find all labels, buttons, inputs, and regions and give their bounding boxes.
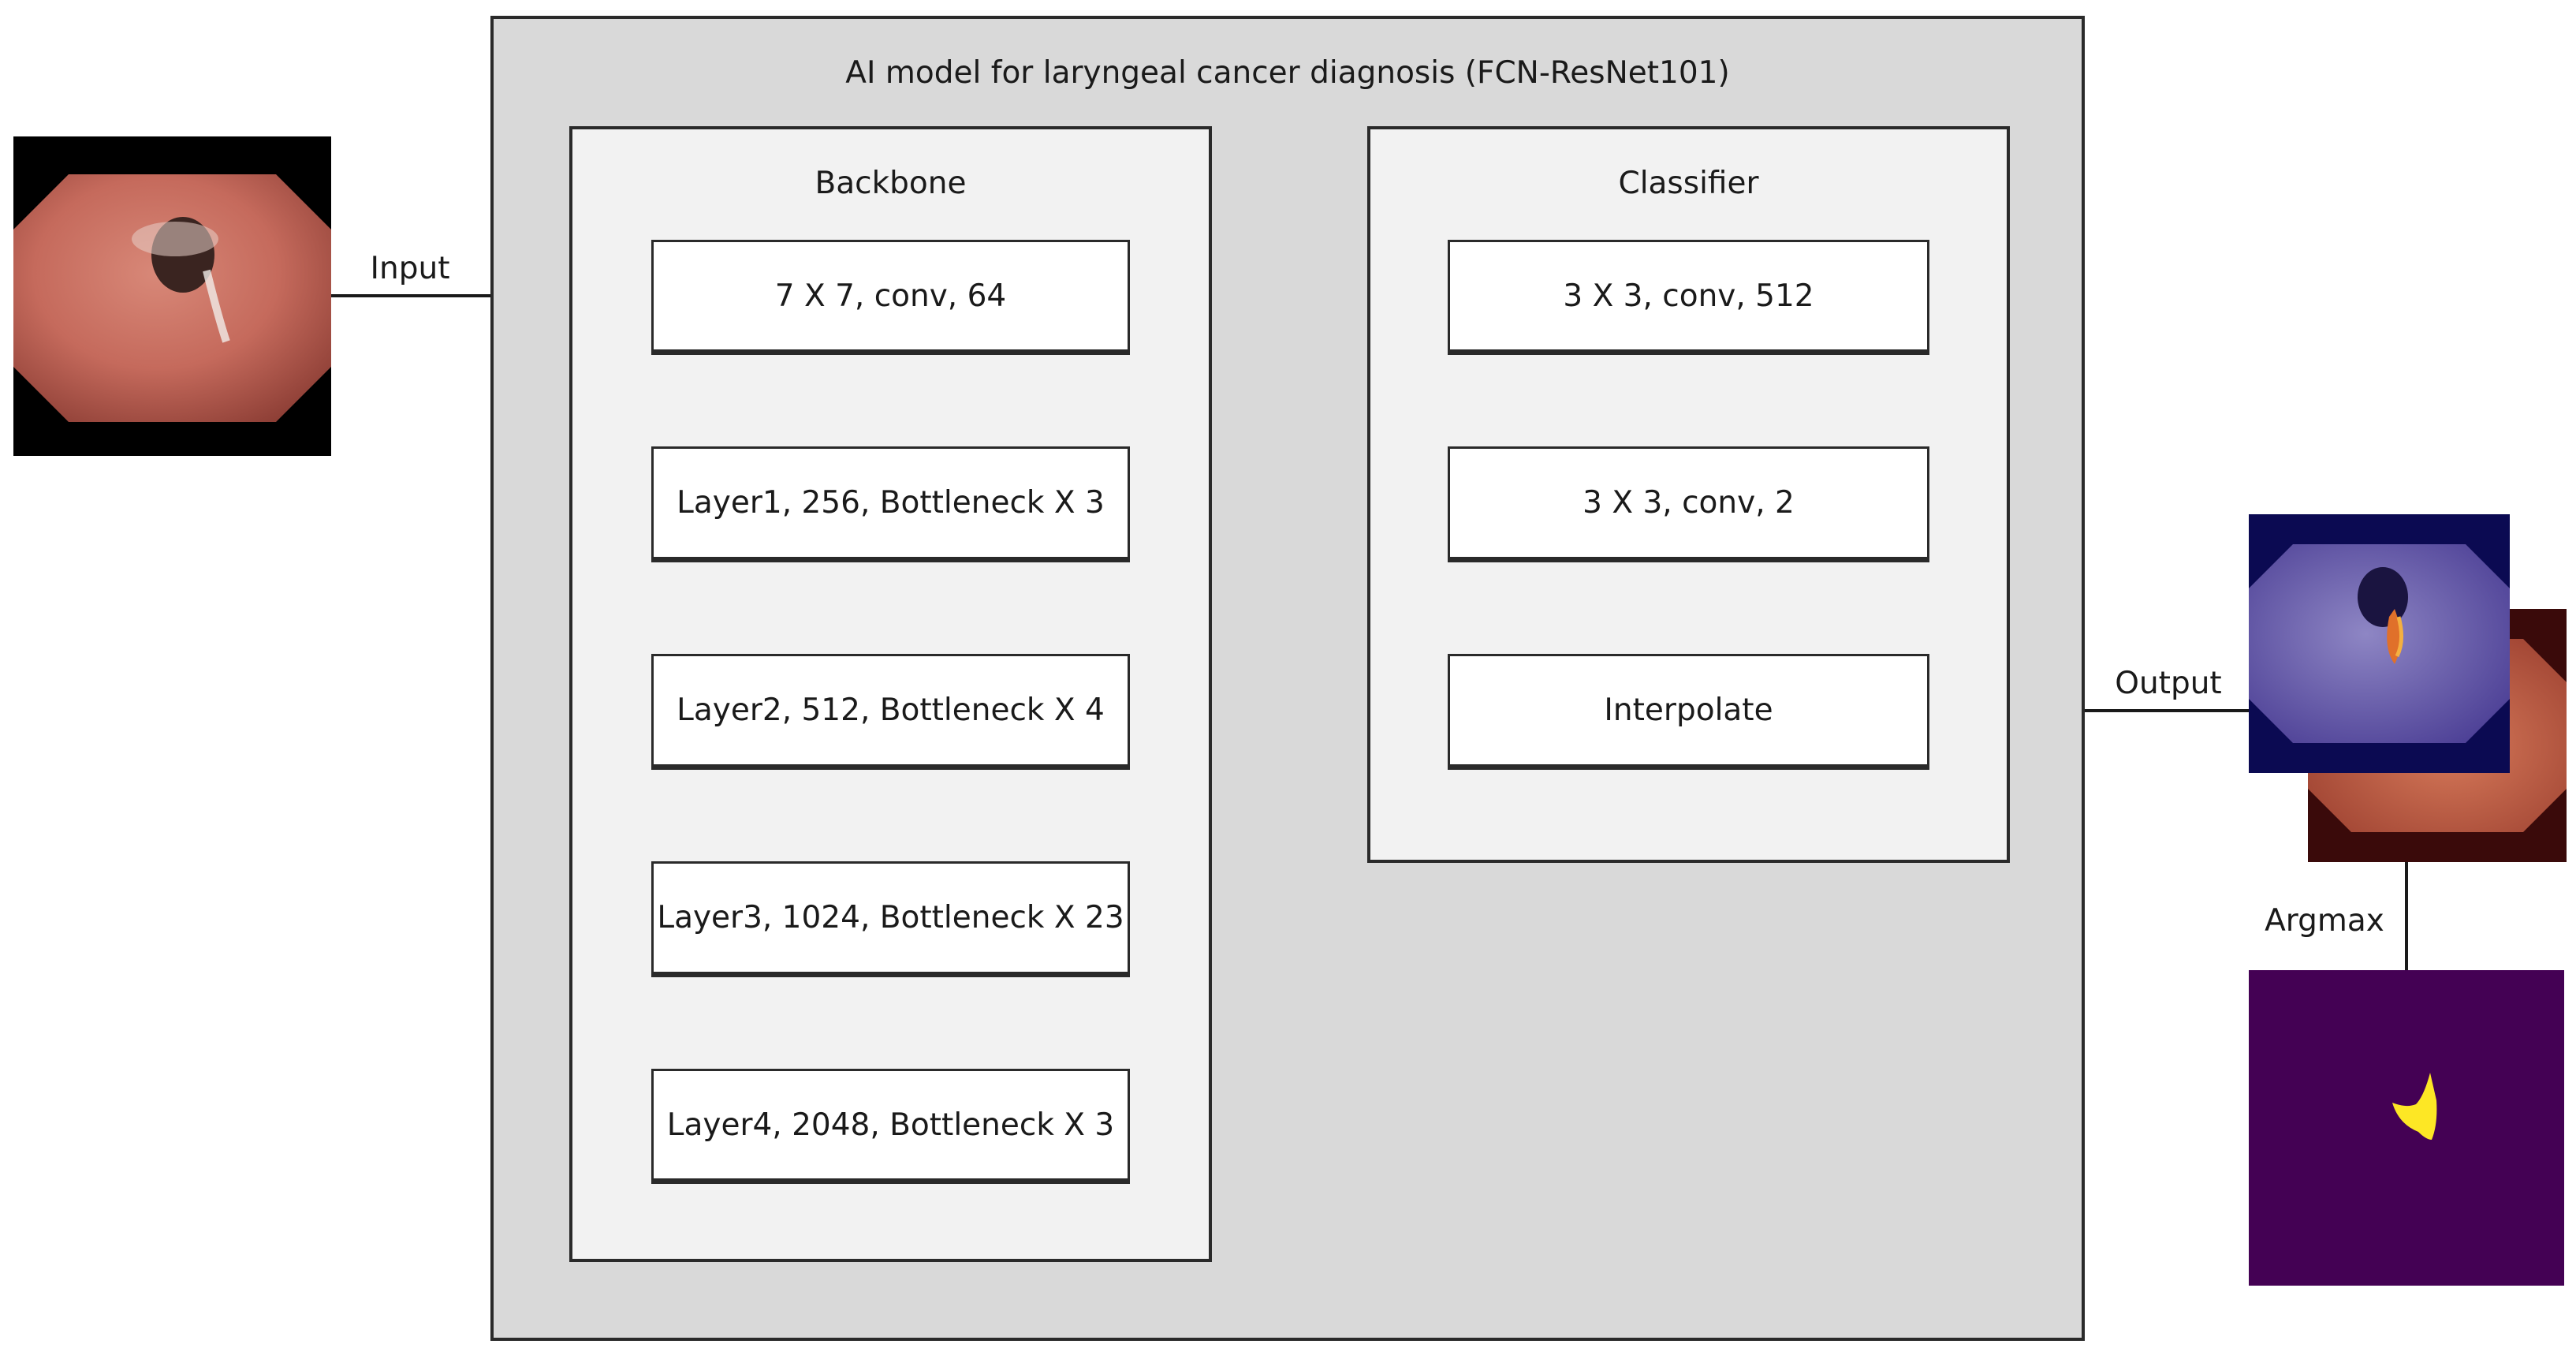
mask-segment-graphic: [2392, 1073, 2437, 1140]
backbone-block-layer2: Layer2, 512, Bottleneck X 4: [651, 654, 1130, 767]
segmentation-overlay-graphic: [2249, 544, 2510, 743]
argmax-mask-image: [2249, 970, 2564, 1286]
input-label: Input: [370, 251, 450, 286]
backbone-block-layer1: Layer1, 256, Bottleneck X 3: [651, 446, 1130, 559]
argmax-label: Argmax: [2265, 903, 2384, 939]
input-image: [13, 136, 331, 456]
backbone-block-layer3: Layer3, 1024, Bottleneck X 23: [651, 861, 1130, 974]
classifier-title: Classifier: [1618, 166, 1759, 201]
backbone-block-conv7x7: 7 X 7, conv, 64: [651, 240, 1130, 352]
laryngoscopy-image-graphic: [13, 174, 331, 422]
classifier-block-conv2: 3 X 3, conv, 2: [1448, 446, 1929, 559]
backbone-title: Backbone: [815, 166, 967, 201]
classifier-block-conv512: 3 X 3, conv, 512: [1448, 240, 1929, 352]
output-label: Output: [2115, 666, 2222, 701]
output-overlay-image: [2249, 514, 2510, 773]
model-title: AI model for laryngeal cancer diagnosis …: [845, 55, 1730, 91]
classifier-block-interpolate: Interpolate: [1448, 654, 1929, 767]
backbone-block-layer4: Layer4, 2048, Bottleneck X 3: [651, 1069, 1130, 1181]
